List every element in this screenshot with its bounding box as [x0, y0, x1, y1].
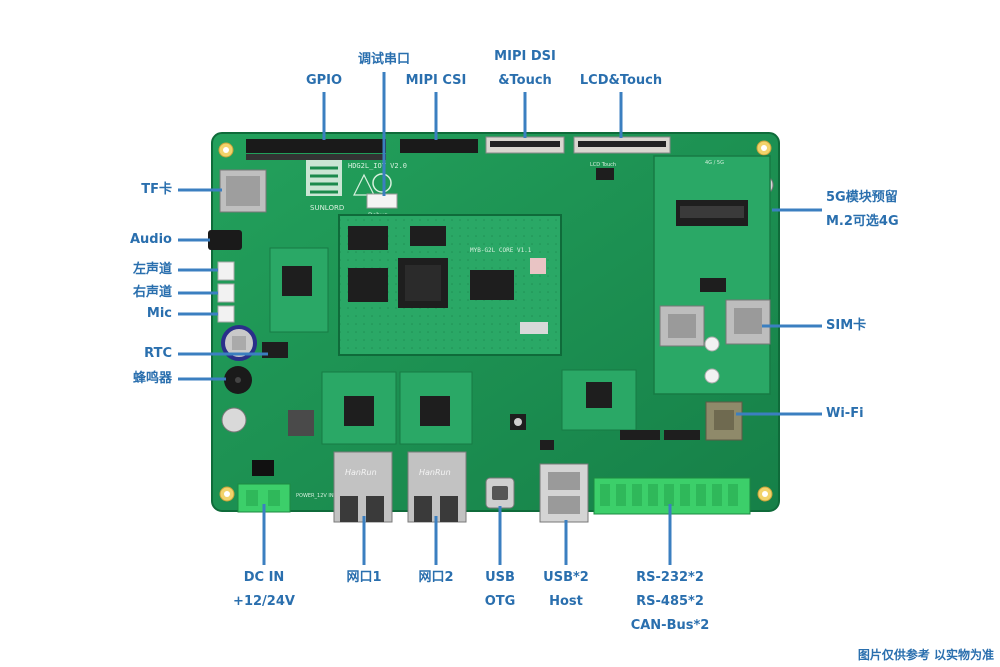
label-tf-card: TF卡: [141, 182, 172, 197]
label-rtc: RTC: [144, 346, 172, 361]
label-5g: 5G模块预留 M.2可选4G: [826, 190, 899, 230]
svg-text:HanRun: HanRun: [345, 468, 377, 477]
core-silk: MYB-G2L CORE V1.1: [470, 247, 532, 254]
label-mic: Mic: [146, 306, 172, 321]
label-dc-in: DC IN +12/24V: [233, 570, 295, 610]
label-dc-in-line1: DC IN: [243, 570, 285, 585]
svg-text:4G / 5G: 4G / 5G: [705, 160, 724, 166]
label-dc-in-line2: +12/24V: [233, 594, 295, 609]
label-usb-otg-line1: USB: [485, 570, 515, 585]
gpio-header: [246, 139, 386, 153]
mounting-holes: [218, 140, 773, 502]
audio-jack: [208, 230, 242, 250]
label-mipi-dsi-line1: MIPI DSI: [494, 49, 556, 64]
label-eth2: 网口2: [418, 570, 454, 585]
label-5g-line1: 5G模块预留: [826, 190, 898, 205]
brand-silk: SUNLORD: [310, 204, 344, 212]
m2-5g-module: [653, 155, 771, 395]
label-buzzer: 蜂鸣器: [132, 371, 172, 386]
svg-text:POWER_12V IN: POWER_12V IN: [296, 493, 334, 499]
footer-disclaimer: 图片仅供参考 以实物为准: [857, 648, 994, 662]
label-left-channel: 左声道: [132, 262, 172, 277]
label-debug-serial: 调试串口: [357, 52, 411, 67]
svg-text:LCD Touch: LCD Touch: [590, 162, 616, 168]
callout-lines: [178, 72, 822, 565]
label-gpio: GPIO: [305, 73, 343, 88]
eth1-rj45: [333, 451, 393, 523]
label-usb-host-line2: Host: [549, 594, 583, 609]
label-usb-otg-line2: OTG: [484, 594, 516, 609]
label-mipi-csi: MIPI CSI: [405, 73, 467, 88]
mipi-csi-header: [400, 139, 478, 153]
label-rs: RS-232*2 RS-485*2 CAN-Bus*2: [631, 570, 710, 634]
label-rs-line2: RS-485*2: [636, 594, 704, 609]
sunlord-logo: [306, 160, 342, 196]
label-sim: SIM卡: [826, 318, 867, 333]
right-channel-header: [217, 283, 235, 303]
board-name-silk: HDG2L_IOT V2.0: [348, 162, 407, 170]
label-usb-otg: USB OTG: [485, 570, 516, 610]
label-right-channel: 右声道: [132, 285, 172, 300]
label-usb-host: USB*2 Host: [543, 570, 589, 610]
label-audio: Audio: [129, 232, 172, 247]
label-lcd-touch: LCD&Touch: [579, 73, 663, 88]
label-usb-host-line1: USB*2: [543, 570, 589, 585]
eth2-rj45: [407, 451, 467, 523]
label-mipi-dsi: MIPI DSI &Touch: [494, 49, 556, 89]
sim-card-slots: [659, 299, 771, 347]
debug-connector: [366, 193, 398, 209]
label-mipi-dsi-line2: &Touch: [498, 73, 552, 88]
label-5g-line2: M.2可选4G: [826, 214, 899, 229]
label-eth1: 网口1: [346, 570, 382, 585]
mic-header: [217, 305, 235, 323]
label-wifi: Wi-Fi: [826, 406, 864, 421]
label-rs-line3: CAN-Bus*2: [630, 618, 710, 633]
svg-text:HanRun: HanRun: [419, 468, 451, 477]
left-channel-header: [217, 261, 235, 281]
label-rs-line1: RS-232*2: [636, 570, 704, 585]
